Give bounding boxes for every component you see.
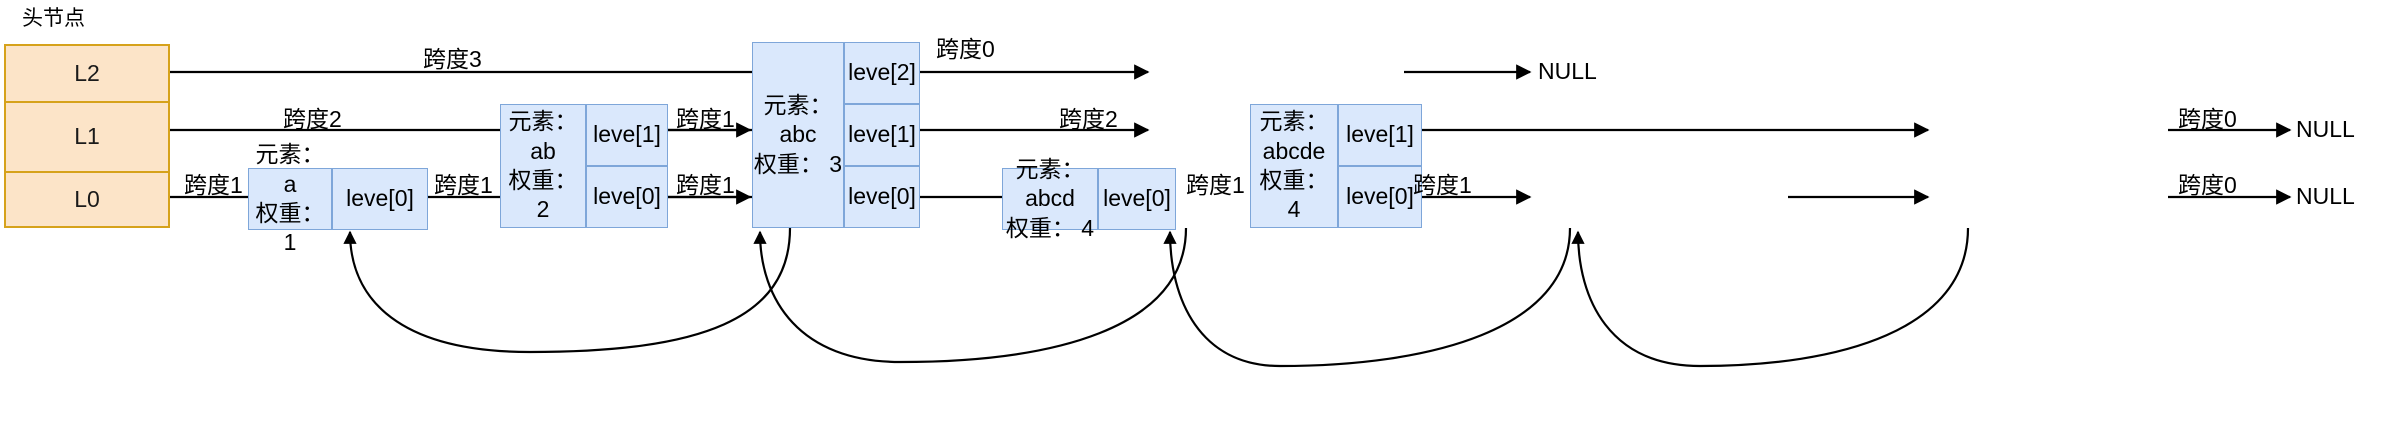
span-label-a-l0: 跨度1 xyxy=(434,172,493,198)
header-level-l2: L2 xyxy=(4,44,170,102)
header-level-l0-label: L0 xyxy=(74,185,100,212)
page-title: 头节点 xyxy=(22,7,85,30)
backward-arrow-abcde-to-abcd xyxy=(1571,227,1970,368)
backward-arrow-abc-to-ab xyxy=(753,227,1188,364)
span-label-head-l0: 跨度1 xyxy=(184,172,243,198)
span-label-ab-l1: 跨度1 xyxy=(676,106,735,132)
node-a-level-0-label: leve[0] xyxy=(346,185,414,212)
backward-arrow-ab-to-a xyxy=(343,227,792,354)
node-ab-level-1: leve[1] xyxy=(586,104,668,166)
header-level-l2-label: L2 xyxy=(74,59,100,86)
null-label-l1: NULL xyxy=(2296,116,2355,142)
node-abcde-level-0-label: leve[0] xyxy=(1346,183,1414,210)
span-label-ab-l0: 跨度1 xyxy=(676,172,735,198)
null-label-l2: NULL xyxy=(1538,58,1597,84)
node-ab-level-1-label: leve[1] xyxy=(593,121,661,148)
span-label-head-l2: 跨度3 xyxy=(423,46,482,72)
backward-arrow-abcd-to-abc xyxy=(1163,227,1572,368)
node-abcde-level-1-label: leve[1] xyxy=(1346,121,1414,148)
node-abcd-level-0: leve[0] xyxy=(1098,168,1176,230)
span-label-abc-l2: 跨度0 xyxy=(936,36,995,62)
node-abc-level-0: leve[0] xyxy=(844,166,920,228)
span-label-abcde-l0: 跨度0 xyxy=(2178,172,2237,198)
node-abc-level-1: leve[1] xyxy=(844,104,920,166)
node-abc-level-1-label: leve[1] xyxy=(848,121,916,148)
node-ab-level-0-label: leve[0] xyxy=(593,183,661,210)
span-label-abcd-l0: 跨度1 xyxy=(1186,172,1245,198)
node-abcde-level-1: leve[1] xyxy=(1338,104,1422,166)
node-abc-level-2: leve[2] xyxy=(844,42,920,104)
node-abc-level-2-label: leve[2] xyxy=(848,59,916,86)
node-abcd-level-0-label: leve[0] xyxy=(1103,185,1171,212)
null-label-l0: NULL xyxy=(2296,183,2355,209)
node-abc-level-0-label: leve[0] xyxy=(848,183,916,210)
node-ab-level-0: leve[0] xyxy=(586,166,668,228)
span-label-abc-l1: 跨度2 xyxy=(1059,106,1118,132)
header-level-l0: L0 xyxy=(4,172,170,228)
node-abcde-level-0: leve[0] xyxy=(1338,166,1422,228)
span-label-head-l1: 跨度2 xyxy=(283,106,342,132)
span-label-abcde-l1: 跨度0 xyxy=(2178,106,2237,132)
header-level-l1: L1 xyxy=(4,102,170,172)
node-a-level-0: leve[0] xyxy=(332,168,428,230)
span-label-abc-l0: 跨度1 xyxy=(1413,172,1472,198)
header-level-l1-label: L1 xyxy=(74,123,100,150)
